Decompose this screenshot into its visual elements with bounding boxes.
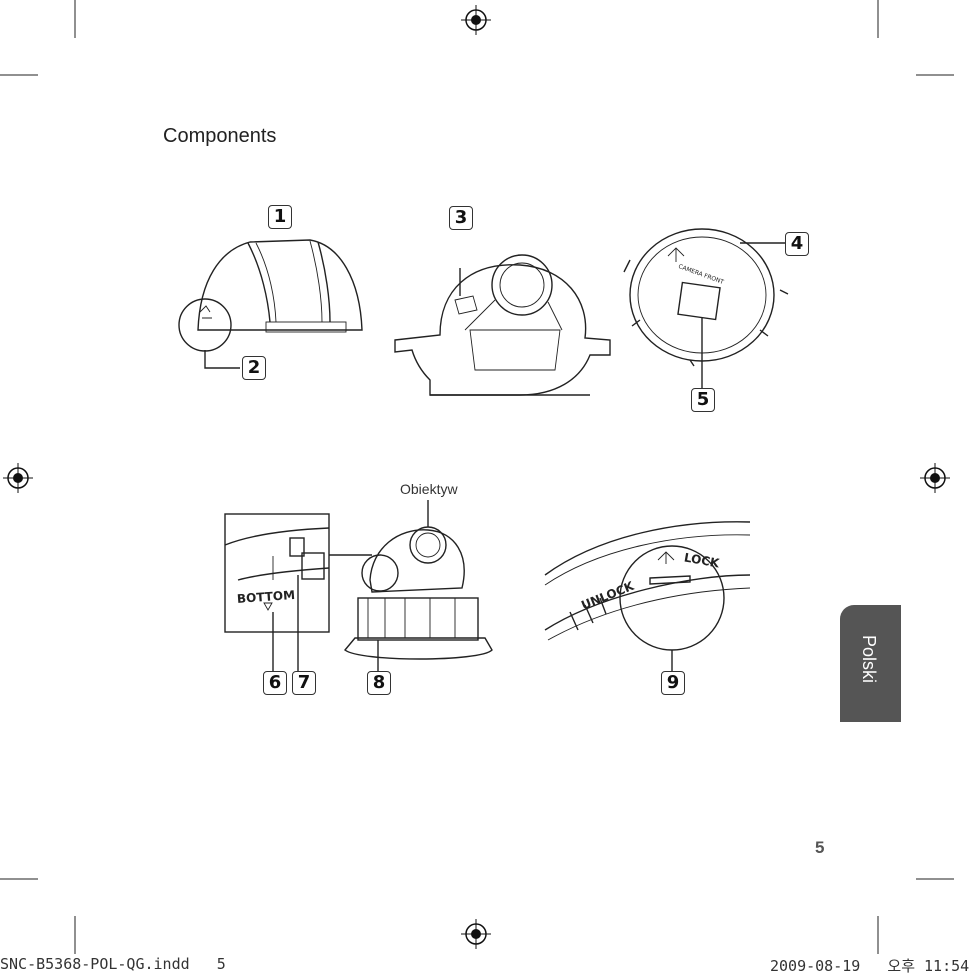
- crop-marks: [0, 0, 954, 954]
- language-tab: Polski: [840, 605, 901, 722]
- callout-2: 2: [242, 356, 266, 380]
- registration-mark-bottom: [461, 919, 491, 949]
- callout-5: 5: [691, 388, 715, 412]
- footer-timestamp: 2009-08-19 오후 11:54: [770, 957, 969, 975]
- callout-3: 3: [449, 206, 473, 230]
- lock-marking-text: LOCK: [683, 550, 721, 570]
- footer-file-name: SNC-B5368-POL-QG.indd 5: [0, 955, 226, 973]
- page-number: 5: [815, 838, 825, 857]
- callout-4: 4: [785, 232, 809, 256]
- lock-detail-drawing: UNLOCK LOCK: [544, 521, 751, 672]
- lens-label: Obiektyw: [400, 481, 458, 497]
- callout-6: 6: [263, 671, 287, 695]
- section-title: Components: [163, 125, 277, 147]
- camera-side-drawing: [344, 500, 493, 672]
- registration-mark-top: [461, 5, 491, 35]
- callout-1: 1: [268, 205, 292, 229]
- callout-7: 7: [292, 671, 316, 695]
- registration-mark-right: [920, 463, 950, 493]
- dome-cover-drawing: [178, 239, 363, 369]
- base-plate-drawing: CAMERA FRONT: [623, 228, 789, 390]
- callout-8: 8: [367, 671, 391, 695]
- bottom-detail-inset: BOTTOM: [224, 513, 372, 672]
- bottom-marking-text: BOTTOM: [237, 588, 296, 606]
- language-tab-label: Polski: [859, 635, 879, 684]
- camera-module-drawing: [394, 254, 611, 396]
- registration-mark-left: [3, 463, 33, 493]
- callout-9: 9: [661, 671, 685, 695]
